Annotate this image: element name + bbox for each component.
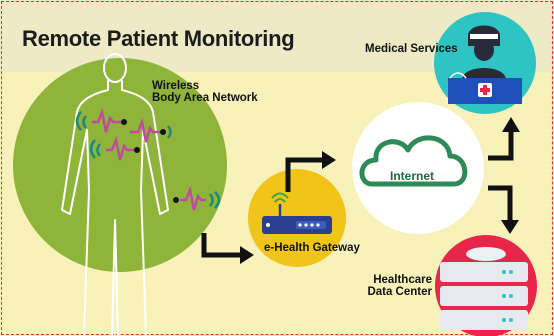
arrow-gateway-to-internet	[285, 157, 322, 192]
arrowhead-medical	[502, 117, 520, 132]
label-wban: Wireless Body Area Network	[152, 80, 258, 104]
label-wban-line2: Body Area Network	[152, 92, 258, 104]
body-area-network-circle	[13, 58, 227, 272]
label-data-center-line2: Data Center	[367, 286, 432, 298]
arrowhead-gateway	[240, 246, 254, 264]
arrow-internet-to-medical	[488, 132, 514, 161]
arrowhead-internet	[322, 151, 336, 169]
arrow-body-to-gateway	[201, 233, 240, 258]
server-stack-icon	[440, 247, 528, 330]
human-body-icon	[61, 53, 169, 336]
cloud-icon	[359, 135, 468, 187]
arrowhead-datacenter	[501, 220, 519, 234]
sensor-mid-chest	[89, 135, 140, 161]
label-gateway: e-Health Gateway	[264, 242, 360, 254]
internet-circle	[352, 102, 484, 234]
router-icon	[262, 192, 332, 234]
sensor-left-chest	[75, 107, 127, 133]
label-medical-services: Medical Services	[365, 43, 458, 55]
label-data-center: Healthcare Data Center	[362, 274, 432, 298]
arrow-internet-to-datacenter	[488, 185, 513, 220]
label-internet: Internet	[390, 169, 435, 183]
diagram-title: Remote Patient Monitoring	[22, 26, 295, 51]
doctor-icon	[448, 25, 522, 104]
label-data-center-line1: Healthcare	[373, 274, 432, 286]
sensor-right-chest	[130, 117, 172, 143]
label-wban-line1: Wireless	[152, 80, 200, 92]
sensor-wrist	[173, 185, 221, 211]
